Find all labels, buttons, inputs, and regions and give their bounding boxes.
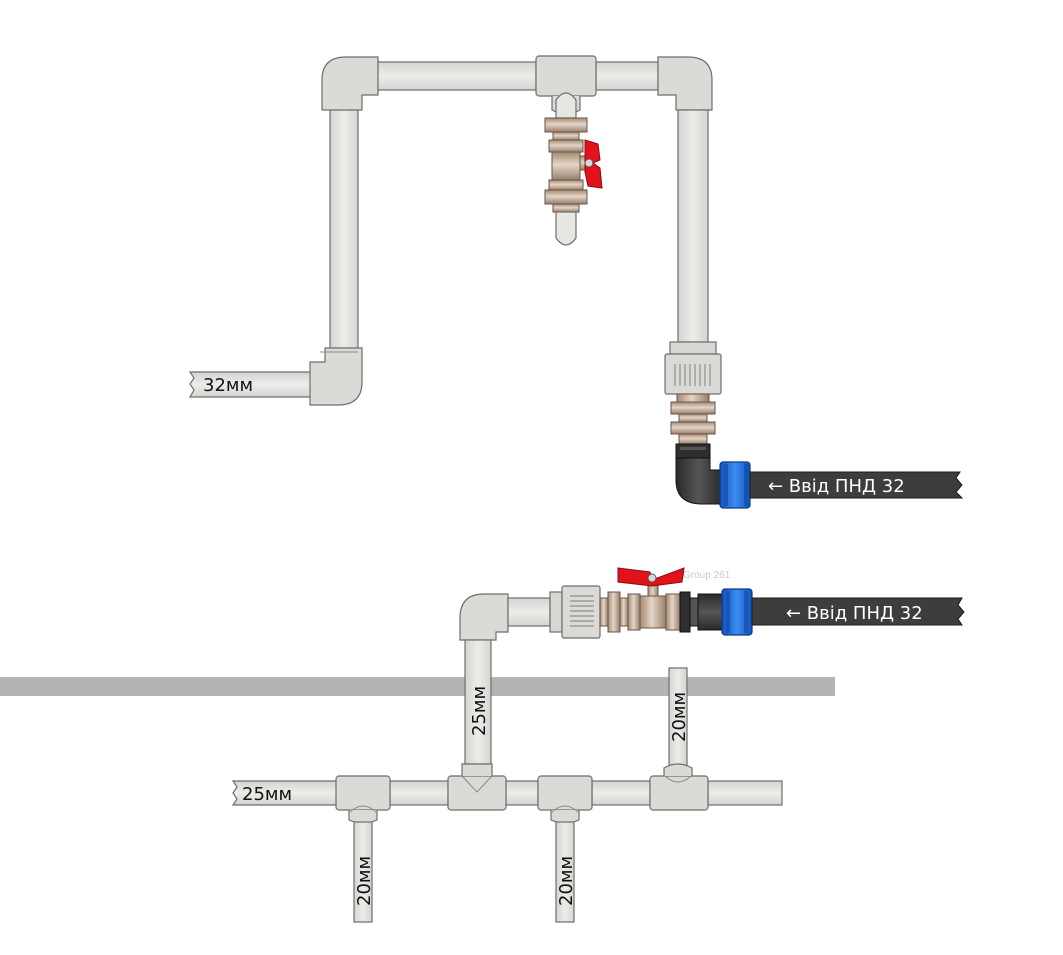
branch-mid-size-label: 20мм bbox=[556, 856, 577, 906]
floor-bar bbox=[0, 677, 835, 696]
ball-valve-icon bbox=[599, 567, 685, 633]
pipe-32mm-stub: 32мм bbox=[188, 371, 316, 398]
tee-icon bbox=[537, 775, 593, 824]
compression-fitting-icon bbox=[719, 461, 751, 509]
tee-icon bbox=[335, 775, 391, 824]
inlet-label-lower: ← Ввід ПНД 32 bbox=[786, 603, 923, 624]
tee-icon bbox=[649, 763, 709, 811]
branch-top-size-label: 20мм bbox=[669, 692, 690, 742]
pipe-right-riser bbox=[677, 109, 709, 343]
pipe-size-label-32mm: 32мм bbox=[203, 375, 253, 396]
group-label: Group 261 bbox=[683, 570, 731, 581]
elbow-icon bbox=[657, 56, 713, 111]
pipe-top-right bbox=[595, 61, 659, 91]
ball-valve-icon bbox=[579, 139, 603, 189]
elbow-icon bbox=[459, 593, 509, 641]
branch-left-size-label: 20мм bbox=[354, 856, 375, 906]
compression-body bbox=[679, 591, 723, 633]
hdpe-inlet-pipe: ← Ввід ПНД 32 bbox=[751, 597, 965, 626]
upper-assembly: 32мм bbox=[188, 55, 964, 509]
pipe-20mm-branch-left: 20мм bbox=[353, 821, 375, 923]
elbow-icon bbox=[321, 56, 379, 111]
union-icon bbox=[664, 341, 722, 395]
pipe-25mm-riser: 25мм bbox=[464, 639, 492, 765]
inlet-label-upper: ← Ввід ПНД 32 bbox=[768, 476, 905, 497]
riser-size-label: 25мм bbox=[469, 686, 490, 736]
pipe-20mm-branch-top: 20мм bbox=[668, 667, 690, 771]
pipe-20mm-branch-mid: 20мм bbox=[555, 821, 577, 923]
hdpe-inlet-pipe: ← Ввід ПНД 32 bbox=[749, 471, 964, 499]
brass-nipple bbox=[670, 393, 716, 445]
pipe-lower-connector bbox=[507, 597, 551, 627]
pipe-left-riser bbox=[329, 107, 359, 352]
elbow-icon bbox=[309, 347, 363, 406]
compression-elbow-icon bbox=[675, 443, 723, 505]
tee-icon bbox=[447, 763, 507, 811]
lower-assembly: Group 261 bbox=[0, 567, 965, 923]
drain-branch bbox=[544, 92, 603, 246]
main-size-label: 25мм bbox=[242, 784, 292, 805]
pipe-top-left bbox=[377, 61, 537, 91]
union-icon bbox=[549, 585, 601, 639]
compression-fitting-icon bbox=[721, 588, 753, 636]
